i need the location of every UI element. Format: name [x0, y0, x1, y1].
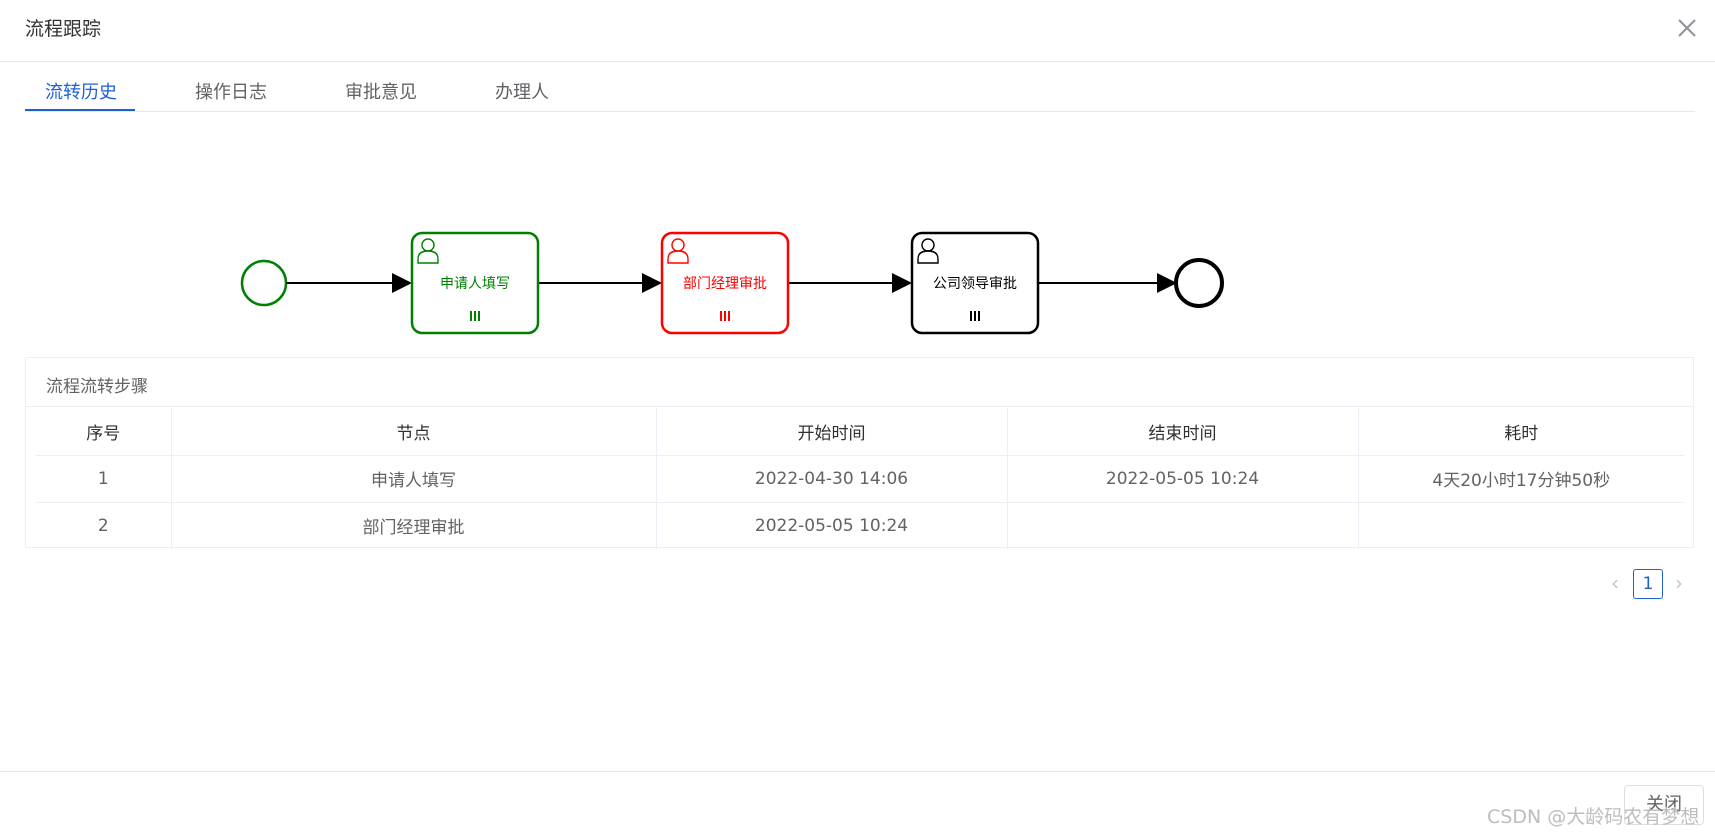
table-row: 2 部门经理审批 2022-05-05 10:24 [36, 502, 1684, 549]
task-node-company-leader[interactable]: 公司领导审批 [910, 231, 1040, 335]
tab-operation-log[interactable]: 操作日志 [195, 82, 267, 103]
user-icon [667, 238, 689, 264]
table-cell: 2022-05-05 10:24 [1007, 455, 1359, 503]
table-cell: 部门经理审批 [171, 502, 657, 549]
flow-steps-card: 流程流转步骤 序号 节点 开始时间 结束时间 耗时 1 申请人填写 2022-0… [25, 357, 1694, 549]
parallel-marker-icon [470, 311, 480, 321]
card-title: 流程流转步骤 [26, 358, 1693, 407]
task-node-dept-manager[interactable]: 部门经理审批 [660, 231, 790, 335]
table-cell: 4天20小时17分钟50秒 [1358, 455, 1684, 503]
tab-approval-opinion[interactable]: 审批意见 [345, 82, 417, 103]
table-cell: 申请人填写 [171, 455, 657, 503]
column-header: 序号 [36, 408, 172, 456]
page-number[interactable]: 1 [1633, 569, 1663, 599]
start-event[interactable] [240, 259, 288, 307]
parallel-marker-icon [970, 311, 980, 321]
table-cell [1007, 502, 1359, 549]
close-button[interactable]: 关闭 [1624, 785, 1704, 825]
column-header: 结束时间 [1007, 408, 1359, 456]
tab-handler[interactable]: 办理人 [495, 82, 549, 103]
task-node-applicant[interactable]: 申请人填写 [410, 231, 540, 335]
task-label: 公司领导审批 [933, 276, 1017, 292]
table-cell: 2 [36, 502, 172, 549]
user-icon [417, 238, 439, 264]
prev-page-icon[interactable]: ‹ [1611, 571, 1619, 595]
parallel-marker-icon [720, 311, 730, 321]
user-icon [917, 238, 939, 264]
end-event[interactable] [1174, 258, 1224, 308]
close-icon[interactable] [1676, 17, 1698, 39]
task-label: 申请人填写 [440, 276, 510, 292]
pagination: ‹ 1 › [1605, 567, 1695, 599]
tab-active-indicator [25, 109, 135, 111]
column-header: 耗时 [1358, 408, 1684, 456]
table-cell: 2022-05-05 10:24 [656, 502, 1008, 549]
dialog-footer: 关闭 [0, 771, 1715, 835]
table-cell: 1 [36, 455, 172, 503]
task-label: 部门经理审批 [683, 276, 767, 292]
next-page-icon[interactable]: › [1675, 571, 1683, 595]
table-cell [1358, 502, 1684, 549]
table-cell: 2022-04-30 14:06 [656, 455, 1008, 503]
watermark: CSDN @大龄码农有梦想 [1487, 806, 1700, 828]
dialog-title: 流程跟踪 [25, 18, 102, 40]
table-row: 1 申请人填写 2022-04-30 14:06 2022-05-05 10:2… [36, 455, 1684, 503]
table-header-row: 序号 节点 开始时间 结束时间 耗时 [36, 408, 1684, 456]
dialog-header: 流程跟踪 [0, 0, 1715, 62]
column-header: 节点 [171, 408, 657, 456]
tab-flow-history[interactable]: 流转历史 [45, 82, 117, 103]
column-header: 开始时间 [656, 408, 1008, 456]
process-diagram: 申请人填写 部门经理审批 公司领导审批 [240, 231, 1224, 335]
tab-bar: 流转历史 操作日志 审批意见 办理人 [25, 72, 1695, 112]
steps-table: 序号 节点 开始时间 结束时间 耗时 1 申请人填写 2022-04-30 14… [36, 408, 1684, 549]
